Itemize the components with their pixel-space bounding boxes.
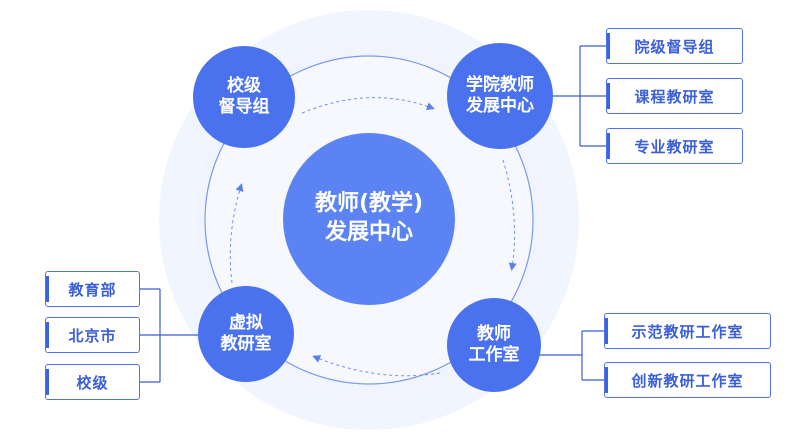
center-label-line1: 教师(教学) bbox=[314, 191, 424, 217]
box-demo-studio: 示范教研工作室 bbox=[604, 313, 771, 349]
connector-right-top bbox=[553, 45, 606, 147]
center-label: 教师(教学) 发展中心 bbox=[289, 179, 449, 259]
node-top-right-circle bbox=[447, 43, 553, 149]
node-bottom-right-label: 教师 工作室 bbox=[449, 319, 539, 371]
node-bottom-right-line1: 教师 bbox=[477, 323, 511, 344]
node-top-left-circle bbox=[193, 46, 295, 148]
arc-bottom-arrow bbox=[312, 355, 441, 377]
box-major-teaching-office: 专业教研室 bbox=[606, 128, 743, 164]
node-top-right-label: 学院教师 发展中心 bbox=[450, 70, 550, 122]
center-circle bbox=[283, 133, 455, 305]
center-label-line2: 发展中心 bbox=[324, 220, 413, 245]
node-bottom-left-circle bbox=[198, 286, 294, 382]
box-school-level: 校级 bbox=[45, 364, 140, 400]
box-innovation-studio: 创新教研工作室 bbox=[604, 362, 771, 398]
box-college-supervision: 院级督导组 bbox=[606, 28, 743, 64]
node-bottom-left-line2: 教研室 bbox=[220, 334, 272, 354]
arc-top-arrow bbox=[301, 97, 435, 114]
node-bottom-right-line2: 工作室 bbox=[468, 345, 520, 365]
node-bottom-left-line1: 虚拟 bbox=[229, 312, 263, 333]
box-ministry-of-education: 教育部 bbox=[45, 271, 140, 307]
box-beijing: 北京市 bbox=[45, 317, 140, 353]
connector-left bbox=[140, 288, 205, 383]
connector-right-bottom bbox=[540, 330, 604, 381]
node-bottom-right-circle bbox=[447, 298, 541, 392]
arc-left-arrow bbox=[229, 183, 244, 284]
node-bottom-left-label: 虚拟 教研室 bbox=[201, 308, 291, 360]
node-top-left-label: 校级 督导组 bbox=[198, 71, 290, 123]
node-top-right-line2: 发展中心 bbox=[466, 96, 534, 116]
ring-outline bbox=[204, 55, 534, 385]
box-course-teaching-office: 课程教研室 bbox=[606, 78, 743, 114]
node-top-right-line1: 学院教师 bbox=[466, 74, 534, 95]
arc-right-arrow bbox=[502, 159, 517, 271]
node-top-left-line1: 校级 bbox=[227, 75, 261, 96]
node-top-left-line2: 督导组 bbox=[218, 97, 270, 117]
